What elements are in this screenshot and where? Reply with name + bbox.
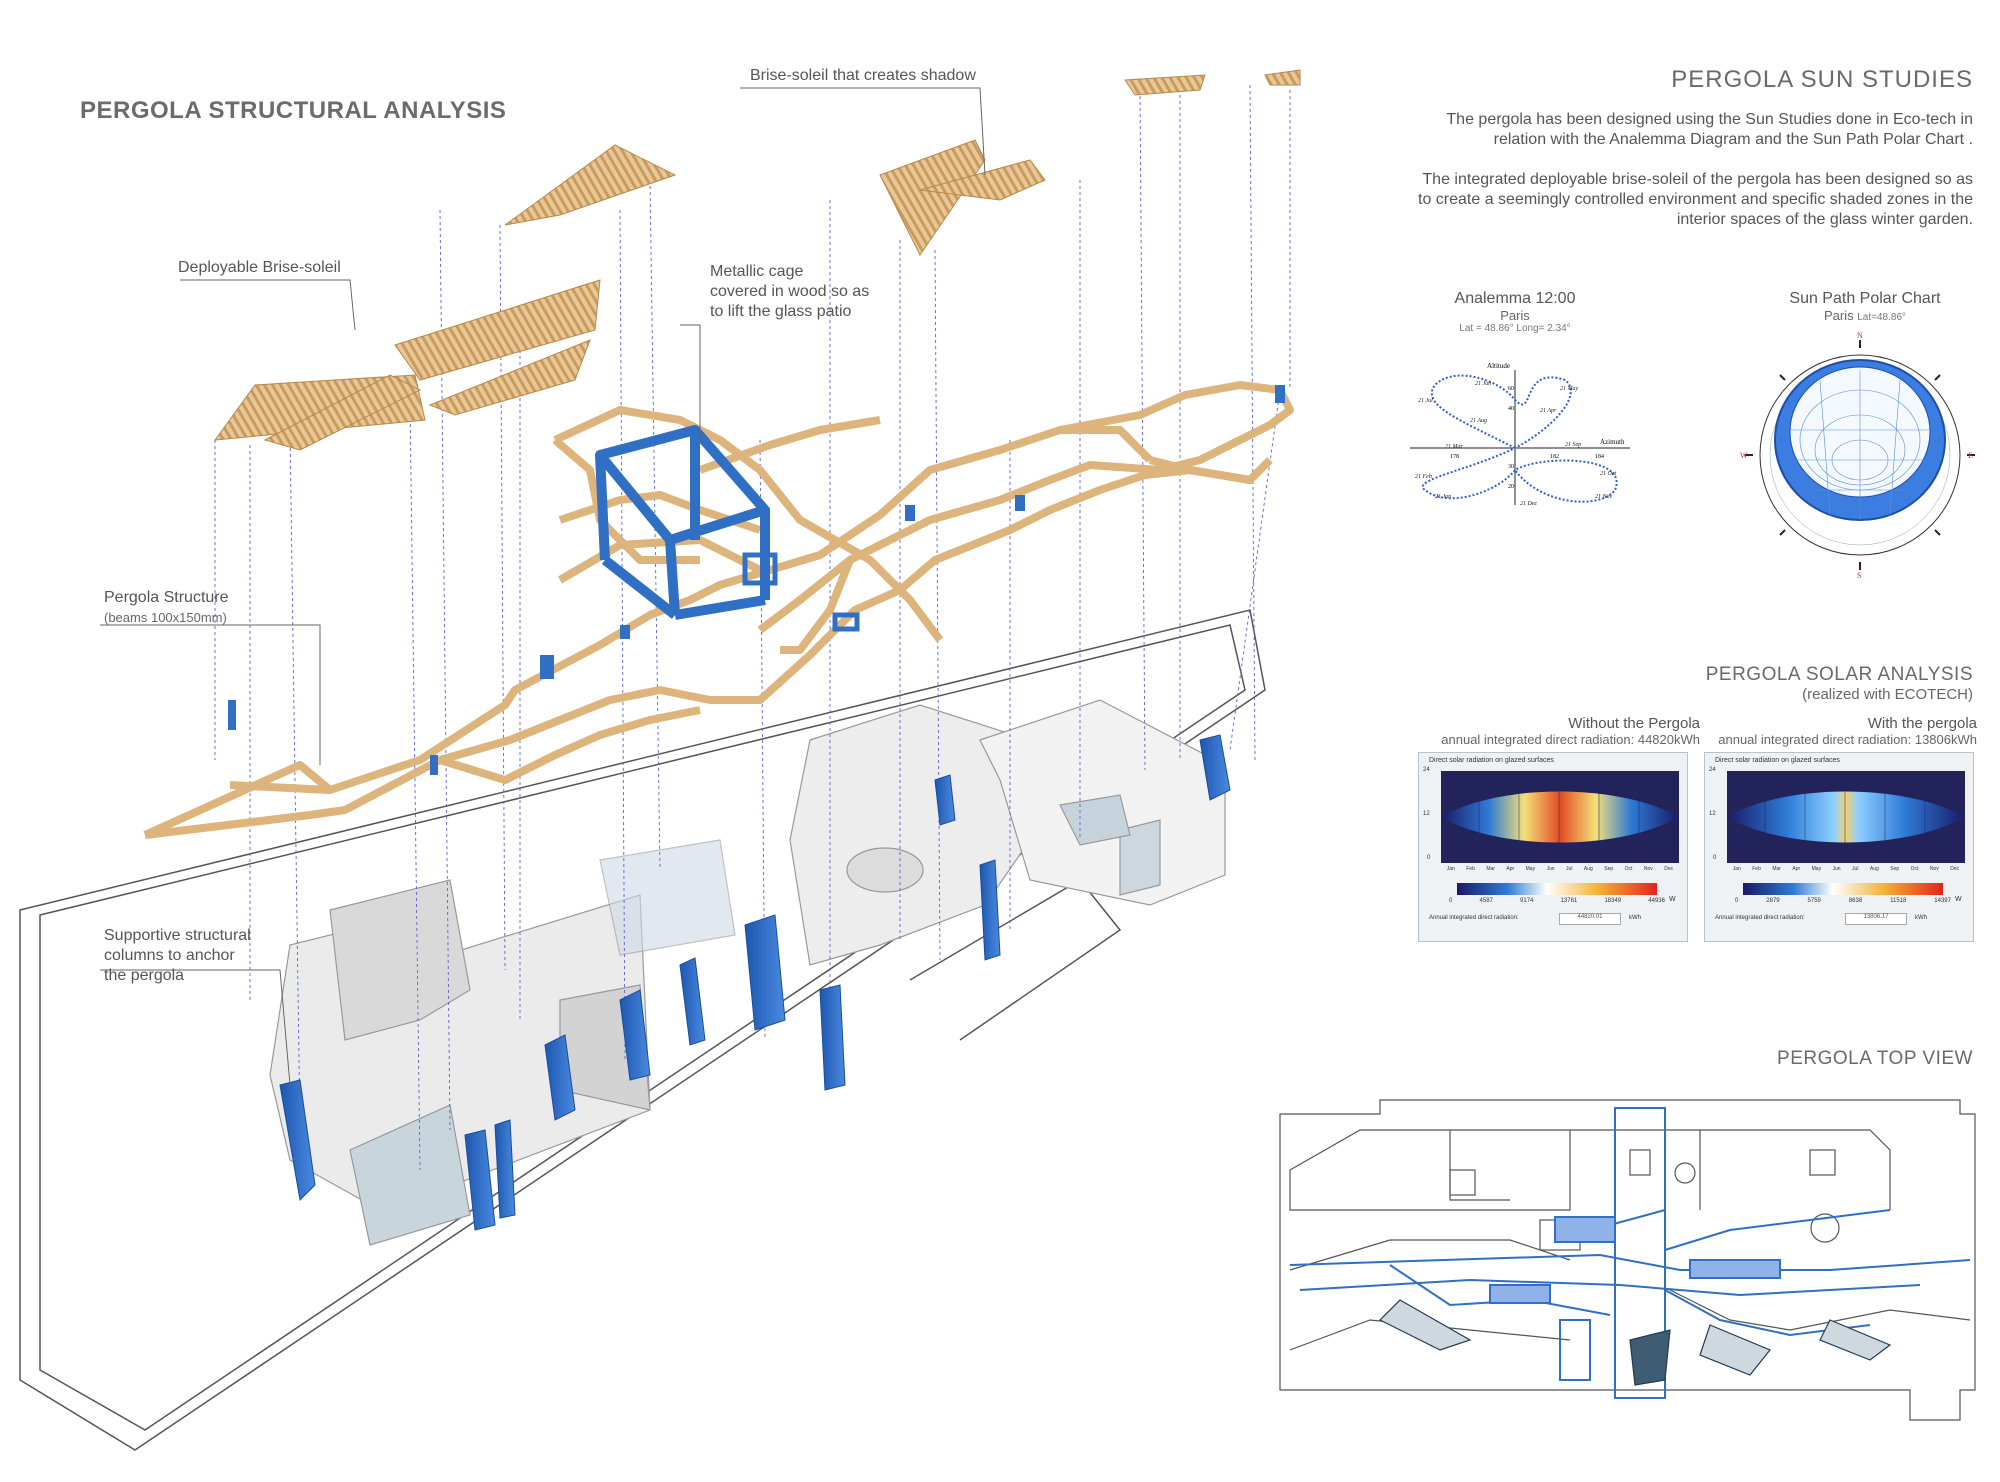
page-title: PERGOLA STRUCTURAL ANALYSIS xyxy=(80,97,507,124)
polar-cardinal-e: E xyxy=(1968,451,1973,460)
sun-path-polar-chart: N E S W xyxy=(1740,331,1975,580)
analemma-header: Analemma 12:00 Paris Lat = 48.86° Long= … xyxy=(1454,290,1576,334)
polar-ticks xyxy=(1745,340,1975,570)
analemma-date-8: 21 Oct xyxy=(1600,471,1616,477)
with-pergola-header: With the pergola annual integrated direc… xyxy=(1718,715,1977,747)
projection-lines xyxy=(214,84,1291,1171)
analemma-date-11: 21 Dec xyxy=(1520,501,1537,507)
analemma-tick-y-3: 20 xyxy=(1508,484,1514,490)
heatmap-y-tick-top: 24 xyxy=(1423,767,1430,773)
brise-soleil-panels xyxy=(213,69,1301,451)
top-view-plan xyxy=(1279,1099,1976,1421)
analemma-date-9: 21 Jan xyxy=(1435,494,1451,500)
steel-accents xyxy=(228,385,1285,775)
plan-walls xyxy=(1279,1099,1976,1421)
analemma-date-labels: 21 Jul 21 Jun 21 May 21 Apr 21 Aug 21 Ma… xyxy=(1415,381,1616,507)
analemma-tick-y-2: 30 xyxy=(1508,464,1514,470)
analemma-axis-x: Azimuth xyxy=(1600,438,1625,446)
heatmap-panel-without: Direct solar radiation on glazed surface… xyxy=(1418,752,1688,942)
sun-path-header: Sun Path Polar Chart Paris Lat=48.86° xyxy=(1789,290,1941,323)
callout-supportive-columns: Supportive structural columns to anchor … xyxy=(104,927,251,984)
axonometric-drawing xyxy=(19,69,1301,1451)
heatmap-y-tick-top: 24 xyxy=(1709,767,1716,773)
analemma-date-5: 21 Mar xyxy=(1445,444,1463,450)
without-pergola-header: Without the Pergola annual integrated di… xyxy=(1441,715,1700,747)
top-view-heading: PERGOLA TOP VIEW xyxy=(1777,1048,1973,1069)
polar-cardinal-w: W xyxy=(1740,451,1748,460)
analemma-tick-x-2: 184 xyxy=(1595,454,1604,460)
analemma-date-10: 21 Nov xyxy=(1595,494,1613,500)
solar-analysis-sub: (realized with ECOTECH) xyxy=(1802,686,1973,703)
heatmap-y-tick-bottom: 0 xyxy=(1713,855,1717,861)
polar-cardinal-s: S xyxy=(1857,571,1861,580)
heatmap-panel-with: Direct solar radiation on glazed surface… xyxy=(1704,752,1974,942)
callout-brise-soleil-shadow: Brise-soleil that creates shadow xyxy=(750,67,976,84)
callout-metallic-cage: Metallic cage covered in wood so as to l… xyxy=(710,263,870,320)
callout-deployable-brise-soleil: Deployable Brise-soleil xyxy=(178,259,341,276)
pergola-frame xyxy=(143,381,1294,839)
analemma-axis-y: Altitude xyxy=(1487,362,1510,370)
heatmap-y-tick-mid: 12 xyxy=(1709,811,1716,817)
analemma-date-1: 21 Jun xyxy=(1475,381,1491,387)
structural-columns xyxy=(279,734,1231,1231)
analemma-diagram: Altitude Azimuth 60 40 30 20 178 182 184… xyxy=(1410,362,1630,507)
sun-studies-paragraph-2: The integrated deployable brise-soleil o… xyxy=(1418,171,1973,228)
analemma-tick-x-0: 178 xyxy=(1450,454,1459,460)
plan-pergola-overlay xyxy=(1289,1107,1971,1399)
building-masses xyxy=(269,699,1226,1246)
analemma-date-2: 21 May xyxy=(1560,386,1578,392)
analemma-tick-x-1: 182 xyxy=(1550,454,1559,460)
analemma-date-6: 21 Sep xyxy=(1565,442,1581,448)
polar-cardinal-n: N xyxy=(1857,331,1863,340)
plan-shaded-zones xyxy=(1378,1299,1892,1386)
analemma-tick-y-0: 60 xyxy=(1508,386,1514,392)
sun-studies-heading: PERGOLA SUN STUDIES xyxy=(1671,66,1973,93)
analemma-date-7: 21 Feb xyxy=(1415,474,1432,480)
heatmap-y-tick-mid: 12 xyxy=(1423,811,1430,817)
heatmap-y-tick-bottom: 0 xyxy=(1427,855,1431,861)
sun-studies-paragraph-1: The pergola has been designed using the … xyxy=(1446,111,1973,148)
callout-pergola-structure: Pergola Structure (beams 100x150mm) xyxy=(104,589,229,625)
analemma-date-0: 21 Jul xyxy=(1418,398,1433,404)
analemma-date-4: 21 Aug xyxy=(1470,418,1487,424)
analemma-date-3: 21 Apr xyxy=(1540,408,1557,414)
leader-lines xyxy=(100,87,986,1086)
analemma-tick-y-1: 40 xyxy=(1508,406,1514,412)
solar-analysis-heading: PERGOLA SOLAR ANALYSIS xyxy=(1705,664,1973,685)
